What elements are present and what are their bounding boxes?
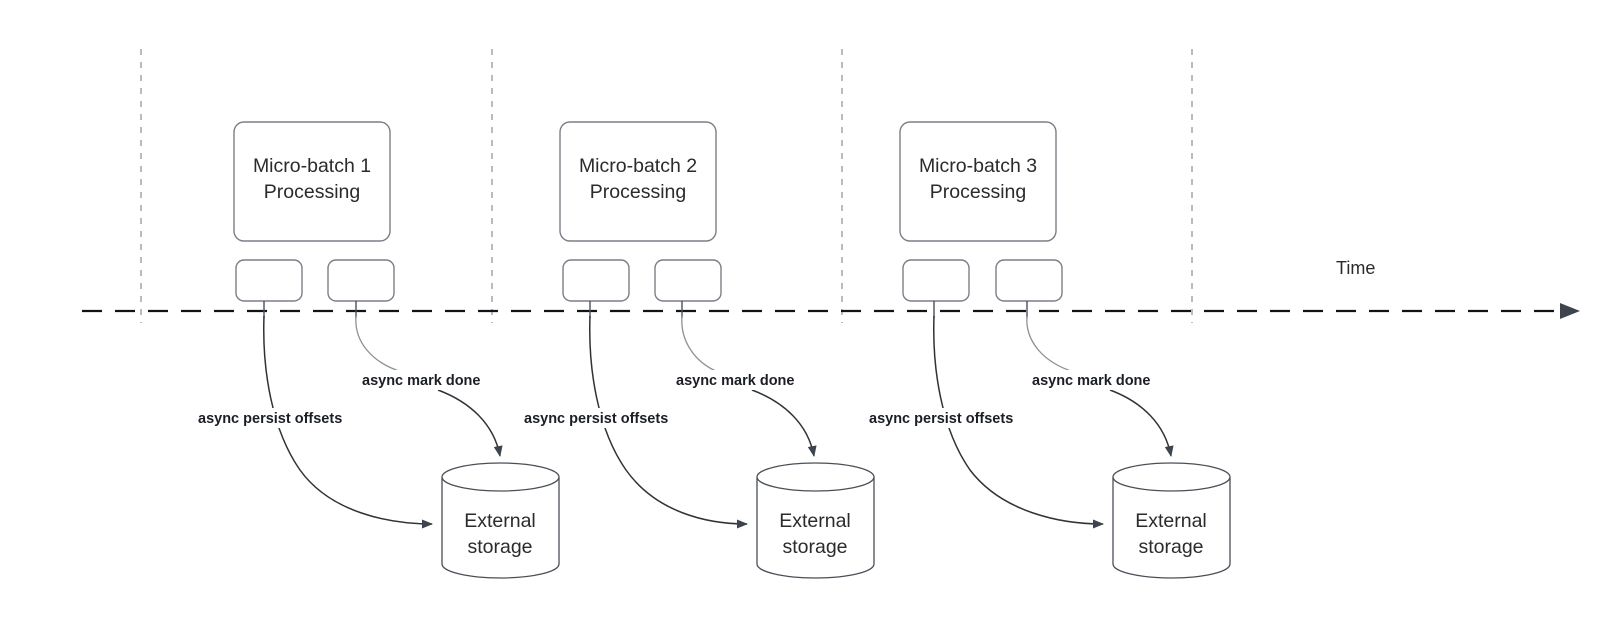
g2-mark-done-curve-upper	[681, 315, 719, 373]
micro-batch-1-box[interactable]	[233, 121, 391, 242]
micro-batch-3-label-line1: Micro-batch 3	[919, 155, 1037, 177]
g3-mark-done-curve-lower	[1109, 389, 1174, 457]
g2-persist-label-bg	[522, 408, 700, 428]
micro-batch-3-box[interactable]	[899, 121, 1057, 242]
group-1: Micro-batch 1 Processing async mark done…	[196, 121, 560, 579]
g2-task-box-a[interactable]	[562, 259, 630, 302]
g1-persist-label-bg	[196, 408, 374, 428]
g3-mark-done-label: async mark done	[1032, 373, 1150, 389]
g1-mark-done-curve-lower	[437, 389, 503, 457]
g1-storage-label-line1: External	[464, 510, 536, 532]
g3-storage-label-line2: storage	[1138, 536, 1203, 558]
g2-cylinder-body	[756, 477, 875, 579]
g3-external-storage[interactable]: External storage	[1112, 462, 1231, 579]
g1-storage-label-line2: storage	[467, 536, 532, 558]
g2-storage-label-line1: External	[779, 510, 851, 532]
g1-persist-offsets-curve	[263, 315, 433, 529]
g3-cylinder-body	[1112, 477, 1231, 579]
time-axis: Time	[82, 258, 1580, 319]
g3-task-box-a[interactable]	[902, 259, 970, 302]
g1-task-box-a[interactable]	[235, 259, 303, 302]
micro-batch-2-label-line2: Processing	[590, 181, 686, 203]
g2-mark-done-label-bg	[674, 370, 816, 390]
g1-mark-done-label: async mark done	[362, 373, 480, 389]
micro-batch-2-label-line1: Micro-batch 2	[579, 155, 697, 177]
g1-external-storage[interactable]: External storage	[441, 462, 560, 579]
g3-mark-done-label-bg	[1030, 370, 1172, 390]
g3-persist-offsets-curve	[933, 315, 1104, 529]
group-3: Micro-batch 3 Processing async mark done…	[867, 121, 1231, 579]
g3-storage-label-line1: External	[1135, 510, 1207, 532]
group-2: Micro-batch 2 Processing async mark done…	[522, 121, 875, 579]
g3-task-box-b[interactable]	[995, 259, 1063, 302]
g2-storage-label-line2: storage	[782, 536, 847, 558]
micro-batch-1-label-line1: Micro-batch 1	[253, 155, 371, 177]
micro-batch-1-label-line2: Processing	[264, 181, 360, 203]
g2-mark-done-curve-lower	[751, 389, 817, 457]
g2-persist-offsets-label: async persist offsets	[524, 411, 668, 427]
g1-task-box-b[interactable]	[327, 259, 395, 302]
micro-batch-2-box[interactable]	[559, 121, 717, 242]
g1-mark-done-label-bg	[360, 370, 500, 390]
g2-persist-offsets-curve	[589, 315, 748, 529]
g2-external-storage[interactable]: External storage	[756, 462, 875, 579]
micro-batch-3-label-line2: Processing	[930, 181, 1026, 203]
g1-mark-done-curve-upper	[355, 315, 403, 373]
g2-cylinder-top	[756, 462, 875, 492]
g3-cylinder-top	[1112, 462, 1231, 492]
g2-mark-done-label: async mark done	[676, 373, 794, 389]
g2-task-box-b[interactable]	[654, 259, 722, 302]
g1-cylinder-body	[441, 477, 560, 579]
g1-persist-offsets-label: async persist offsets	[198, 411, 342, 427]
g3-persist-label-bg	[867, 408, 1045, 428]
g3-persist-offsets-label: async persist offsets	[869, 411, 1013, 427]
g3-mark-done-curve-upper	[1026, 315, 1075, 373]
time-axis-label: Time	[1336, 258, 1375, 278]
g1-cylinder-top	[441, 462, 560, 492]
time-axis-arrowhead	[1560, 303, 1580, 319]
